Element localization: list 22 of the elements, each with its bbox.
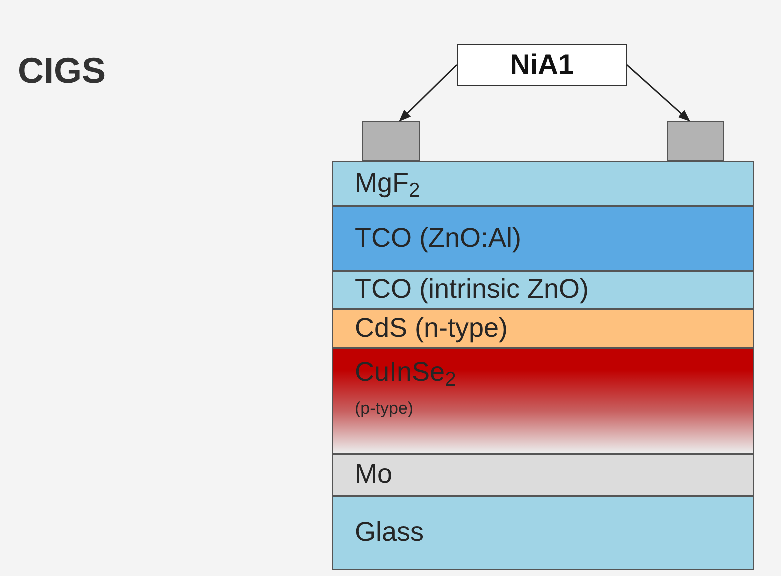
layer-label: TCO (ZnO:Al) xyxy=(354,222,522,254)
arrow xyxy=(399,64,458,122)
layer-label: MgF$_{2}$ xyxy=(354,168,422,200)
layer-label: CuInSe$_{2}$ xyxy=(354,357,458,388)
layer xyxy=(332,348,754,454)
layer-label: TCO (intrinsic ZnO) xyxy=(354,274,590,306)
layer xyxy=(332,454,754,496)
layer-label: Glass xyxy=(354,517,426,549)
layer xyxy=(332,271,754,309)
layer xyxy=(332,206,754,271)
contact-block xyxy=(667,121,724,161)
layer-label: Mo xyxy=(354,459,394,491)
contact-block xyxy=(362,121,420,161)
layer xyxy=(332,496,754,570)
layer xyxy=(332,309,754,348)
label-box xyxy=(457,44,627,86)
arrow xyxy=(626,64,690,122)
layer-label: NiA1 xyxy=(510,48,574,82)
layer xyxy=(332,161,754,206)
layer-note: (p-type) xyxy=(354,398,415,420)
title: CIGS xyxy=(18,49,106,93)
layer-label: CdS (n-type) xyxy=(354,312,510,344)
